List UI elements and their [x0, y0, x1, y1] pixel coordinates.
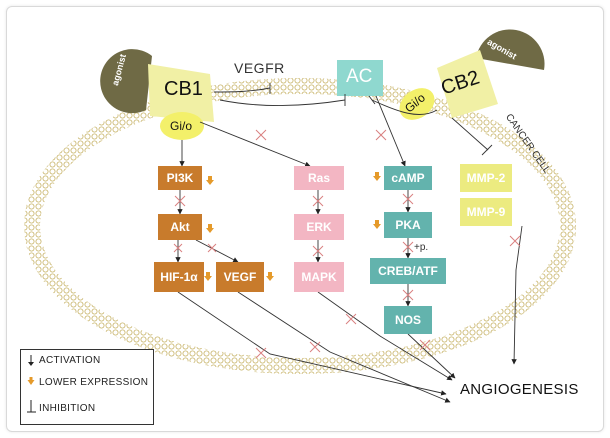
angiogenesis-label: ANGIOGENESIS — [460, 381, 579, 398]
vegfr-label: VEGFR — [234, 60, 285, 76]
creb-atf-box: CREB/ATF — [370, 258, 446, 284]
legend-activation: ACTIVATION — [39, 355, 101, 366]
cb1-label: CB1 — [164, 78, 203, 100]
mapk-box: MAPK — [294, 262, 344, 292]
cb1-shape — [148, 64, 214, 122]
phosphorylation-label: +p. — [414, 242, 429, 253]
vegf-box: VEGF — [216, 262, 264, 292]
ras-box: Ras — [294, 166, 344, 190]
lower-expression-markers — [204, 172, 381, 281]
figure-frame — [6, 6, 604, 432]
agonist-left-shape — [100, 49, 152, 114]
gio-left-label: Gi/o — [170, 119, 193, 133]
camp-box: cAMP — [384, 166, 432, 190]
pi3k-box: PI3K — [158, 166, 202, 190]
agonist-right-shape — [476, 29, 545, 70]
mmp9-box: MMP-9 — [460, 198, 512, 226]
mmp2-box: MMP-2 — [460, 164, 512, 192]
pka-box: PKA — [384, 212, 432, 238]
erk-box: ERK — [294, 214, 344, 240]
gio-left-shape — [160, 112, 204, 140]
inhibition-cross-marks — [173, 129, 521, 359]
hif-box: HIF-1α — [154, 262, 204, 292]
legend: ACTIVATION LOWER EXPRESSION INHIBITION — [20, 349, 154, 425]
cell-membrane — [24, 78, 576, 374]
ac-shape — [337, 60, 383, 96]
ac-label: AC — [346, 66, 373, 87]
akt-box: Akt — [158, 214, 202, 240]
gio-right-shape — [399, 88, 435, 120]
legend-lower-expression: LOWER EXPRESSION — [39, 377, 149, 388]
legend-inhibition: INHIBITION — [39, 403, 96, 414]
legend-symbols — [27, 355, 36, 413]
nos-box: NOS — [384, 306, 432, 334]
cb2-shape — [437, 50, 498, 118]
